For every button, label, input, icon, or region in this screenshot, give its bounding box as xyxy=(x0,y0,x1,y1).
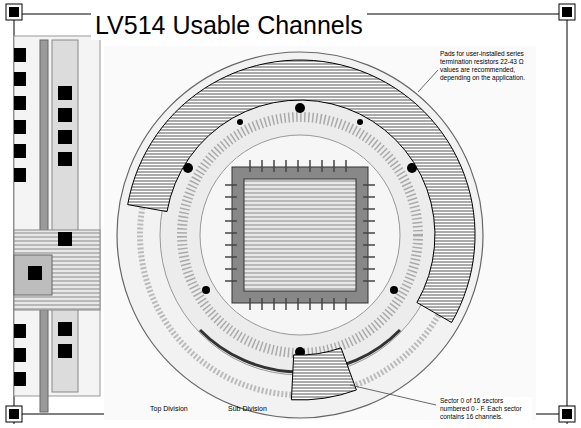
usable-sector xyxy=(291,348,356,400)
slide-frame xyxy=(6,4,575,424)
side-decoration xyxy=(14,36,100,412)
corner-square xyxy=(6,4,575,422)
caption-label: Top Division xyxy=(150,404,188,413)
usable-channel-band xyxy=(128,60,475,322)
callout-note: Pads for user-installed series terminati… xyxy=(440,50,532,82)
probe-card xyxy=(104,46,536,420)
callout-note: Sector 0 of 16 sectors numbered 0 - F. E… xyxy=(440,397,532,421)
caption-label: Sub Division xyxy=(228,404,267,413)
leader-line xyxy=(350,70,438,405)
slide-title: LV514 Usable Channels xyxy=(91,10,367,40)
